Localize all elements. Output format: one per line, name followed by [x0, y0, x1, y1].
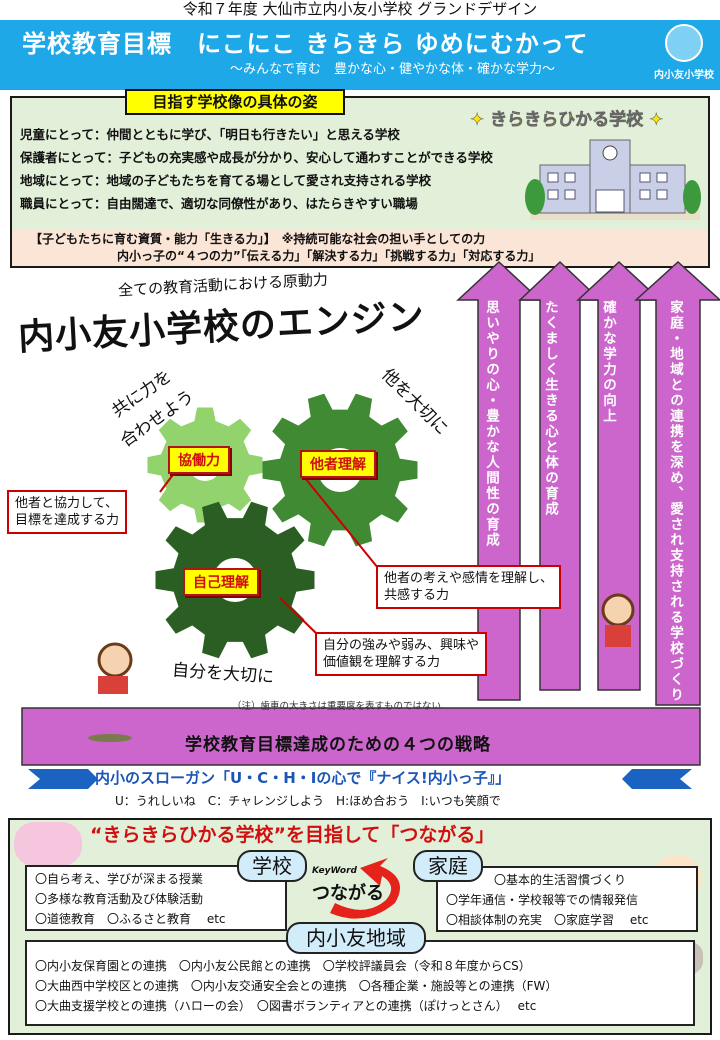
- vision-line: 地域にとって：地域の子どもたちを育てる場として愛され支持される学校: [20, 173, 432, 188]
- strategy-4: 家庭・地域との連携を深め、愛され支持される学校づくり: [667, 300, 683, 703]
- strategy-bar-label: 学校教育目標達成のための４つの戦略: [185, 735, 491, 755]
- logo-text: 内小友小学校: [654, 70, 714, 81]
- gear-note: （注）歯車の大きさは重要度を表すものではない: [232, 701, 442, 712]
- school-logo: 内小友小学校: [650, 22, 718, 88]
- gear-cooperation: [147, 407, 263, 523]
- community-pill: 内小友地域: [286, 922, 426, 954]
- slogan-ribbon: [28, 769, 692, 789]
- home-item: 〇学年通信・学校報等での情報発信: [446, 893, 639, 907]
- tagline-text: きらきらひかる学校: [490, 110, 644, 131]
- gear-label-self-understanding: 自己理解: [183, 568, 259, 596]
- climbing-boy-shirt: [605, 625, 631, 647]
- goal-banner: [0, 20, 720, 90]
- slogan-meaning: U：うれしいね C：チャレンジしよう H:ほめ合おう I:いつも笑顔で: [115, 794, 501, 808]
- strategy-2: たくましく生きる心と体の育成: [542, 300, 558, 517]
- school-box: 〇自ら考え、学びが深まる授業 〇多様な教育活動及び体験活動 〇道徳教育 〇ふるさ…: [25, 865, 287, 931]
- school-goal: 学校教育目標 にこにこ きらきら ゆめにむかって: [22, 30, 589, 58]
- callout-text: 他者と協力して、: [15, 496, 118, 511]
- abilities-line: 【子どもたちに育む資質・能力「生きる力」】 ※持続可能な社会の担い手としての力: [30, 232, 486, 246]
- callout-line: [159, 471, 176, 493]
- climbing-boy-icon: [601, 593, 635, 627]
- callout-understanding-others: 他者の考えや感情を理解し、共感する力: [376, 565, 562, 609]
- school-goal-subtitle: ～みんなで育む 豊かな心・健やかな体・確かな学力～: [230, 62, 556, 77]
- gear-label-understanding-others: 他者理解: [300, 450, 376, 478]
- community-item: 〇内小友保育園との連携 〇内小友公民館との連携 〇学校評議員会（令和８年度からC…: [35, 959, 531, 973]
- community-box: 〇内小友保育園との連携 〇内小友公民館との連携 〇学校評議員会（令和８年度からC…: [25, 940, 695, 1026]
- callout-line: [279, 597, 319, 636]
- home-item: 〇相談体制の充実 〇家庭学習 etc: [446, 913, 649, 927]
- callout-line: [304, 477, 379, 569]
- home-pill: 家庭: [413, 850, 483, 882]
- school-building-icon: [525, 139, 701, 220]
- community-item: 〇大曲西中学校区との連携 〇内小友交通安全会との連携 〇各種企業・施設等との連携…: [35, 979, 558, 993]
- gear-understanding-others: [262, 393, 418, 547]
- callout-text: 他者の考えや感情を理解し、: [384, 571, 554, 586]
- home-item: 〇基本的生活習慣づくり: [494, 873, 627, 887]
- strategy-1: 思いやりの心・豊かな人間性の育成: [483, 300, 499, 548]
- community-item: 〇大曲支援学校との連携（ハローの会） 〇図書ボランティアとの連携（ぽけっとさん）…: [35, 999, 537, 1013]
- keyword-label: KeyWord: [312, 866, 357, 876]
- connect-title: “きらきらひかる学校”を目指して「つながる」: [90, 824, 495, 846]
- abilities-strip: 【子どもたちに育む資質・能力「生きる力」】 ※持続可能な社会の担い手としての力 …: [10, 230, 710, 268]
- vision-tagline: ✦ きらきらひかる学校 ✦: [470, 110, 664, 131]
- strategy-arrow-2: [518, 260, 602, 691]
- cycle-arrow-icon: [330, 858, 400, 919]
- vision-line: 児童にとって：仲間とともに学び、「明日も行きたい」と思える学校: [20, 127, 400, 142]
- running-boy-icon: [97, 642, 133, 678]
- school-item: 〇自ら考え、学びが深まる授業: [35, 872, 204, 886]
- four-powers-line: 内小っ子の“４つの力”「伝える力」「解決する力」「挑戦する力」「対応する力」: [117, 249, 541, 263]
- gear-self-understanding: [155, 501, 315, 659]
- strategy-3: 確かな学力の向上: [600, 300, 616, 424]
- callout-text: 目標を達成する力: [15, 513, 120, 528]
- callout-text: 価値観を理解する力: [323, 655, 441, 670]
- vision-label: 目指す学校像の具体の姿: [125, 89, 345, 115]
- strategy-arrow-4: [634, 260, 720, 706]
- shadow: [88, 734, 132, 742]
- callout-self-understanding: 自分の強みや弱み、興味や価値観を理解する力: [315, 632, 488, 676]
- school-item: 〇道徳教育 〇ふるさと教育 etc: [35, 912, 226, 926]
- vision-line: 保護者にとって：子どもの充実感や成長が分かり、安心して通わすことができる学校: [20, 150, 493, 165]
- gear-label-cooperation: 協働力: [168, 446, 230, 474]
- school-pill: 学校: [237, 850, 307, 882]
- strategy-arrow-3: [576, 260, 662, 691]
- slogan-title: 内小のスローガン「U・C・H・Iの心で『ナイス!内小っ子』」: [95, 769, 511, 787]
- callout-text: 自分の強みや弱み、興味や: [323, 638, 480, 653]
- page-title: 令和７年度 大仙市立内小友小学校 グランドデザイン: [182, 0, 538, 18]
- callout-text: 共感する力: [384, 588, 450, 603]
- running-boy-shirt: [98, 676, 128, 694]
- school-item: 〇多様な教育活動及び体験活動: [35, 892, 204, 906]
- mascot-icon: [665, 24, 703, 62]
- vision-line: 職員にとって：自由闊達で、適切な同僚性があり、はたらきやすい職場: [20, 196, 418, 211]
- callout-cooperation: 他者と協力して、目標を達成する力: [7, 490, 128, 534]
- strategy-bar: [21, 707, 701, 766]
- keyword-main: つながる: [312, 883, 384, 904]
- school-cherry-blossom-icon: [14, 822, 82, 866]
